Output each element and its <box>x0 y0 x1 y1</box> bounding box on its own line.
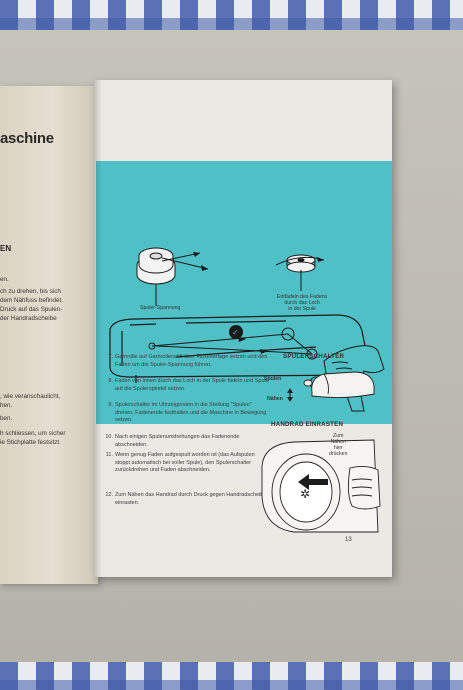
list-item: 7. Garnrolle auf Garnrollenstift über Fi… <box>108 354 270 369</box>
step-text: Garnrolle auf Garnrollenstift über Filzu… <box>115 354 268 368</box>
step-number: 8. <box>108 378 113 384</box>
label-naehen: Nähen <box>267 396 283 402</box>
left-page-line: en. <box>0 276 9 283</box>
left-page-line: Druck auf das Spulen- <box>0 306 63 313</box>
left-page-line: ben. <box>0 415 13 422</box>
step-number: 7. <box>108 354 113 360</box>
left-page: aschine EN en. ch zu drehen, bis sich de… <box>0 86 98 584</box>
label-spulen: Spulen <box>264 376 282 382</box>
list-item: 9. Spulerschalter im Uhrzeigersinn in di… <box>108 402 270 425</box>
svg-text:✲: ✲ <box>300 487 310 501</box>
left-page-line: der Handradscheibe <box>0 315 57 322</box>
left-page-line: , wie veranschaulicht, <box>0 393 61 400</box>
left-page-line: dem Nähfuss befindet. <box>0 297 64 304</box>
step-text: Nach einigen Spulenumdrehungen das Faden… <box>115 434 240 448</box>
page-gutter-shadow <box>94 80 102 577</box>
step-text: Wenn genug Faden aufgespult worden ist (… <box>115 452 255 474</box>
label-spuler-spannung: Spuler-Spannung <box>140 305 181 311</box>
left-page-heading: EN <box>0 244 12 253</box>
spulerschalter-drawing <box>287 371 375 402</box>
step-number: 10. <box>105 434 113 440</box>
list-item: 8. Faden von innen durch das Loch in der… <box>108 378 270 393</box>
step-number: 12. <box>105 492 113 498</box>
left-page-line: ch zu drehen, bis sich <box>0 288 61 295</box>
manual-page: ✓ Spuler-Spannung Einfädeln des Fadens d… <box>94 80 392 577</box>
tablecloth-top <box>0 0 463 30</box>
handrad-heading: HANDRAD EINRASTEN <box>271 421 344 428</box>
left-page-line: h schliessen, um sicher <box>0 430 66 437</box>
step-text: Faden von innen durch das Loch in der Sp… <box>115 378 269 392</box>
step-number: 11. <box>105 452 113 458</box>
list-item: 12. Zum Nähen das Handrad durch Druck ge… <box>105 492 270 507</box>
tablecloth-bottom <box>0 662 463 690</box>
list-item: 11. Wenn genug Faden aufgespult worden i… <box>106 452 270 475</box>
label-einfadeln: Einfädeln des Fadens durch das Loch in d… <box>277 294 328 312</box>
step-number: 9. <box>108 402 113 408</box>
handrad-drawing: ✲ <box>261 439 381 533</box>
page-number: 13 <box>345 537 352 543</box>
svg-text:✓: ✓ <box>232 328 239 337</box>
step-text: Spulerschalter im Uhrzeigersinn in die S… <box>115 402 267 424</box>
left-page-line: ie Stichplatte festsitzt. <box>0 439 61 446</box>
spulerschalter-heading: SPULERSCHALTER <box>283 353 345 360</box>
left-page-line: hen. <box>0 402 13 409</box>
list-item: 10. Nach einigen Spulenumdrehungen das F… <box>105 434 270 449</box>
handrad-hint: Zum Nähen hier drücken <box>329 433 348 457</box>
step-text: Zum Nähen das Handrad durch Druck gegen … <box>115 492 267 506</box>
left-page-title: aschine <box>0 130 54 147</box>
